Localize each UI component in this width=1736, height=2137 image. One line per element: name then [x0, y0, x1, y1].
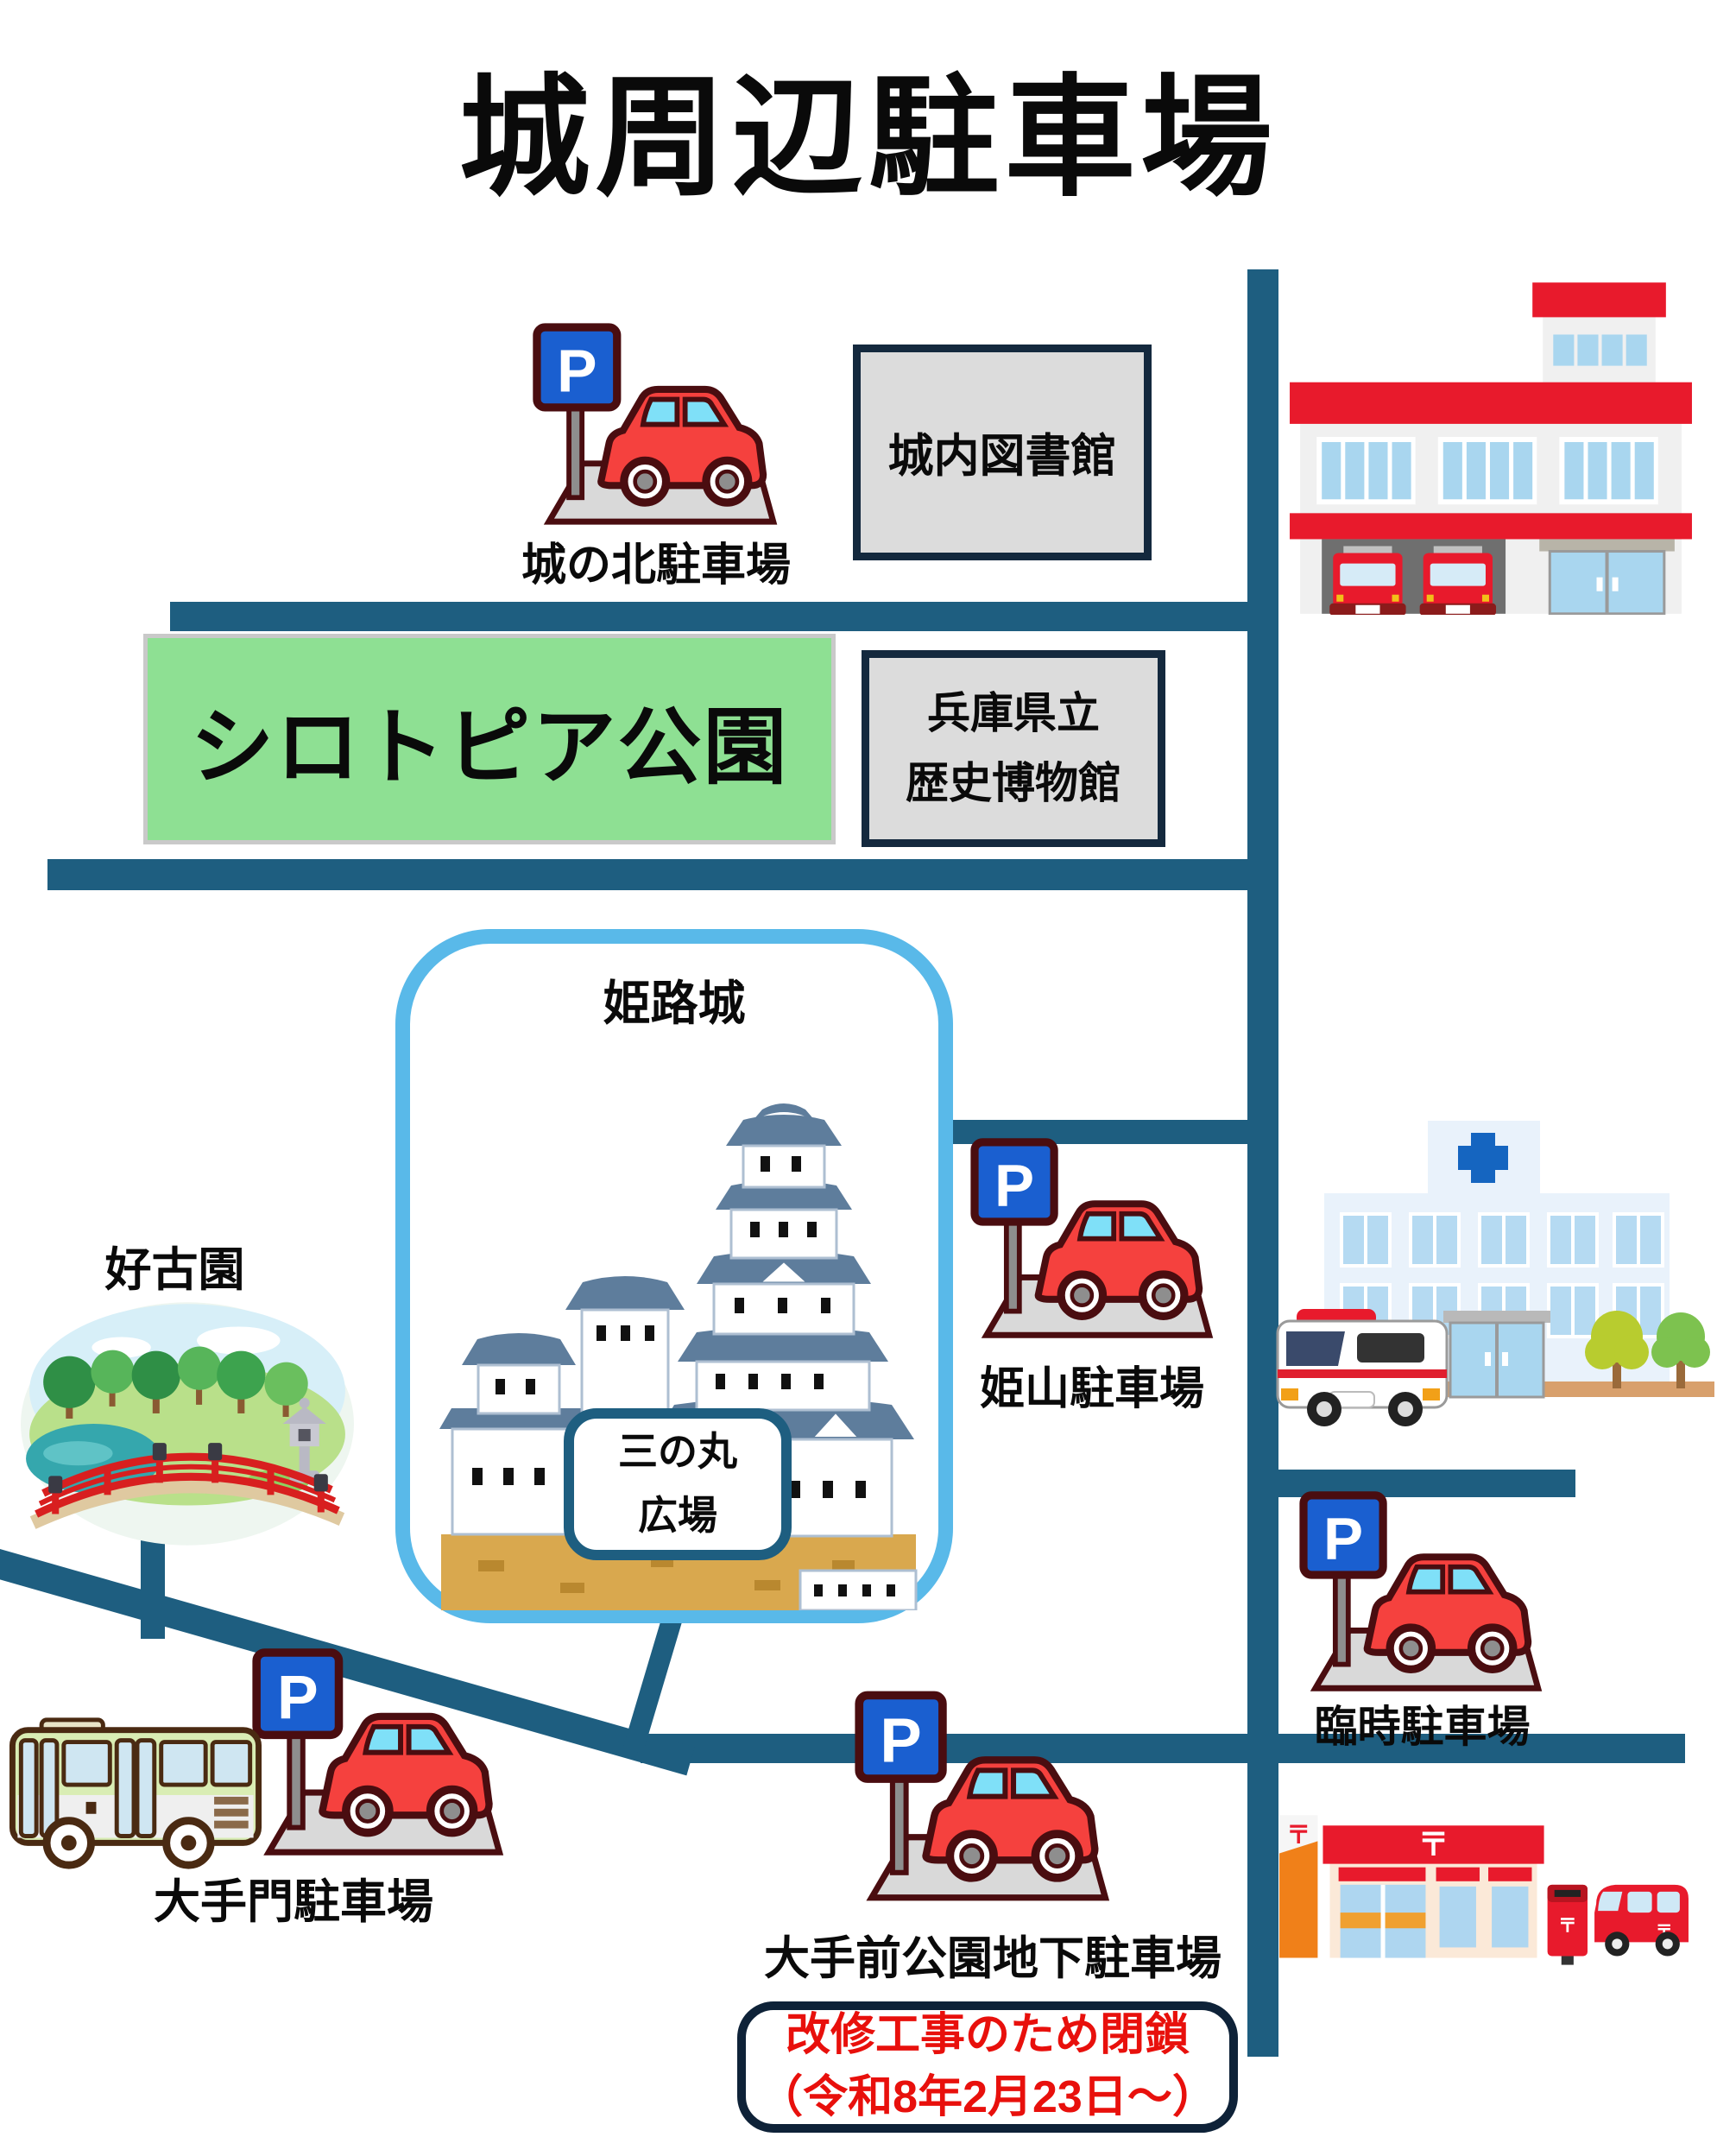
garden-trees — [43, 1346, 308, 1419]
car-icon — [1363, 1553, 1532, 1673]
himeji-castle-label: 姫路城 — [603, 977, 746, 1030]
otemae-parking-icon: P — [855, 1691, 1110, 1901]
page-title: 城周辺駐車場 — [458, 65, 1278, 212]
museum-box: 兵庫県立 歴史博物館 — [862, 650, 1165, 847]
kokoen-garden-icon — [21, 1302, 354, 1546]
himeyama-parking-icon: P — [970, 1138, 1214, 1338]
shironokita-parking-icon: P — [533, 323, 778, 525]
svg-text:〒: 〒 — [1558, 1914, 1577, 1936]
svg-text:P: P — [994, 1152, 1034, 1219]
red-bridge-icon — [29, 1443, 345, 1529]
kokoen-label: 好古園 — [104, 1244, 245, 1296]
bus-icon — [9, 1717, 262, 1869]
parking-sign-icon: P — [970, 1138, 1058, 1226]
tree-icon — [1651, 1312, 1710, 1388]
fire-truck-icon — [1329, 546, 1406, 615]
parking-sign-icon: P — [533, 323, 622, 412]
shirotopia-label: シロトピア公園 — [190, 699, 789, 794]
closure-notice-text: 改修工事のため閉鎖 （令和8年2月23日～） — [758, 2010, 1217, 2122]
car-icon — [922, 1756, 1099, 1882]
svg-text:P: P — [557, 337, 597, 404]
shironokita-label: 城の北駐車場 — [521, 541, 791, 591]
svg-text:P: P — [1323, 1505, 1363, 1572]
fire-station-icon — [1290, 282, 1692, 615]
parking-sign-icon: P — [1299, 1491, 1387, 1579]
library-box: 城内図書館 — [853, 345, 1152, 560]
parking-sign-icon: P — [855, 1691, 947, 1783]
museum-label: 兵庫県立 歴史博物館 — [906, 689, 1121, 807]
fire-truck-icon — [1419, 546, 1497, 615]
svg-text:P: P — [880, 1706, 921, 1776]
rinji-label: 臨時駐車場 — [1314, 1703, 1531, 1751]
hospital-icon — [1276, 1121, 1714, 1426]
car-icon — [1034, 1200, 1203, 1320]
post-office-icon: 〒 〒 〒 〒 — [1279, 1815, 1689, 1965]
rinji-parking-icon: P — [1299, 1491, 1543, 1691]
himeyama-label: 姫山駐車場 — [979, 1364, 1204, 1414]
sannomaru-plaza-box: 三の丸 広場 — [564, 1408, 792, 1560]
parking-sign-icon: P — [252, 1648, 344, 1740]
mailbox-icon: 〒 — [1547, 1884, 1588, 1965]
car-icon — [597, 385, 767, 507]
closure-notice-box: 改修工事のため閉鎖 （令和8年2月23日～） — [737, 2001, 1238, 2133]
sannomaru-label: 三の丸 広場 — [618, 1429, 737, 1538]
otemae-label: 大手前公園地下駐車場 — [764, 1933, 1222, 1984]
otemon-label: 大手門駐車場 — [154, 1876, 433, 1928]
svg-text:〒: 〒 — [1417, 1827, 1449, 1862]
ambulance-icon — [1276, 1309, 1449, 1426]
tree-icon — [1585, 1311, 1649, 1388]
shirotopia-park-box: シロトピア公園 — [143, 634, 836, 844]
svg-text:P: P — [277, 1663, 319, 1732]
svg-text:〒: 〒 — [1286, 1820, 1310, 1848]
library-label: 城内図書館 — [887, 431, 1117, 482]
car-icon — [319, 1712, 493, 1837]
postal-van-icon: 〒 — [1594, 1884, 1689, 1957]
otemon-parking-icon: P — [252, 1648, 504, 1856]
